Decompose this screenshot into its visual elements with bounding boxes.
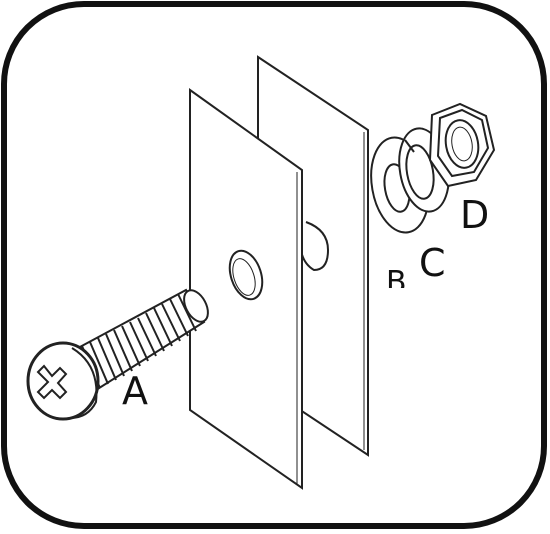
hex-nut (428, 102, 496, 188)
label-a: A (122, 369, 148, 413)
screw (26, 288, 209, 421)
front-plate (189, 88, 303, 490)
phillips-slot (36, 364, 68, 400)
label-d: D (460, 193, 490, 237)
screw-head (26, 341, 100, 421)
label-b: B (386, 268, 407, 288)
label-c: C (419, 241, 446, 285)
